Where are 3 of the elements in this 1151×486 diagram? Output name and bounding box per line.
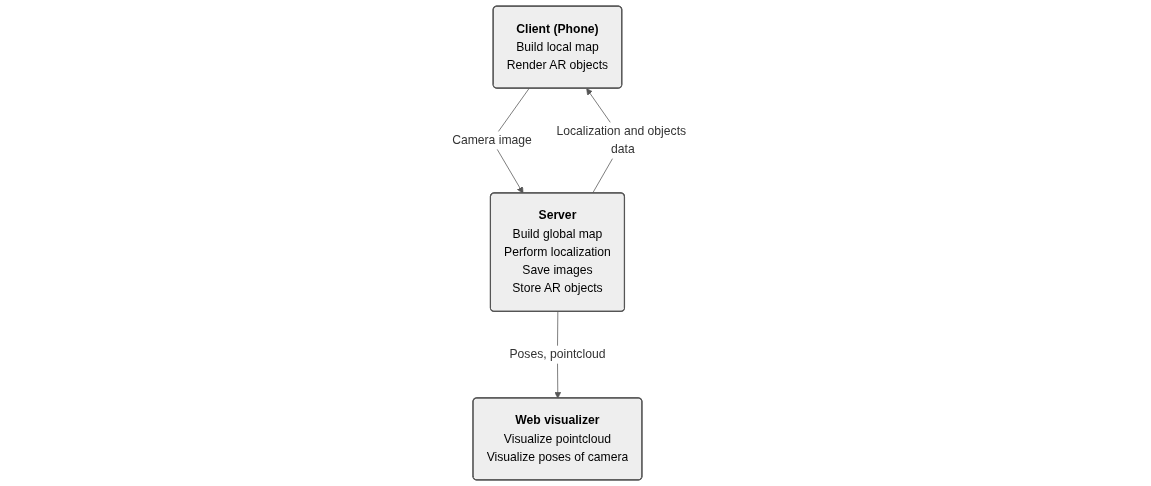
edge-label: Camera image <box>452 133 532 147</box>
edge-label: Localization and objects data <box>556 124 687 156</box>
edge-label: Poses, pointcloud <box>509 347 606 361</box>
